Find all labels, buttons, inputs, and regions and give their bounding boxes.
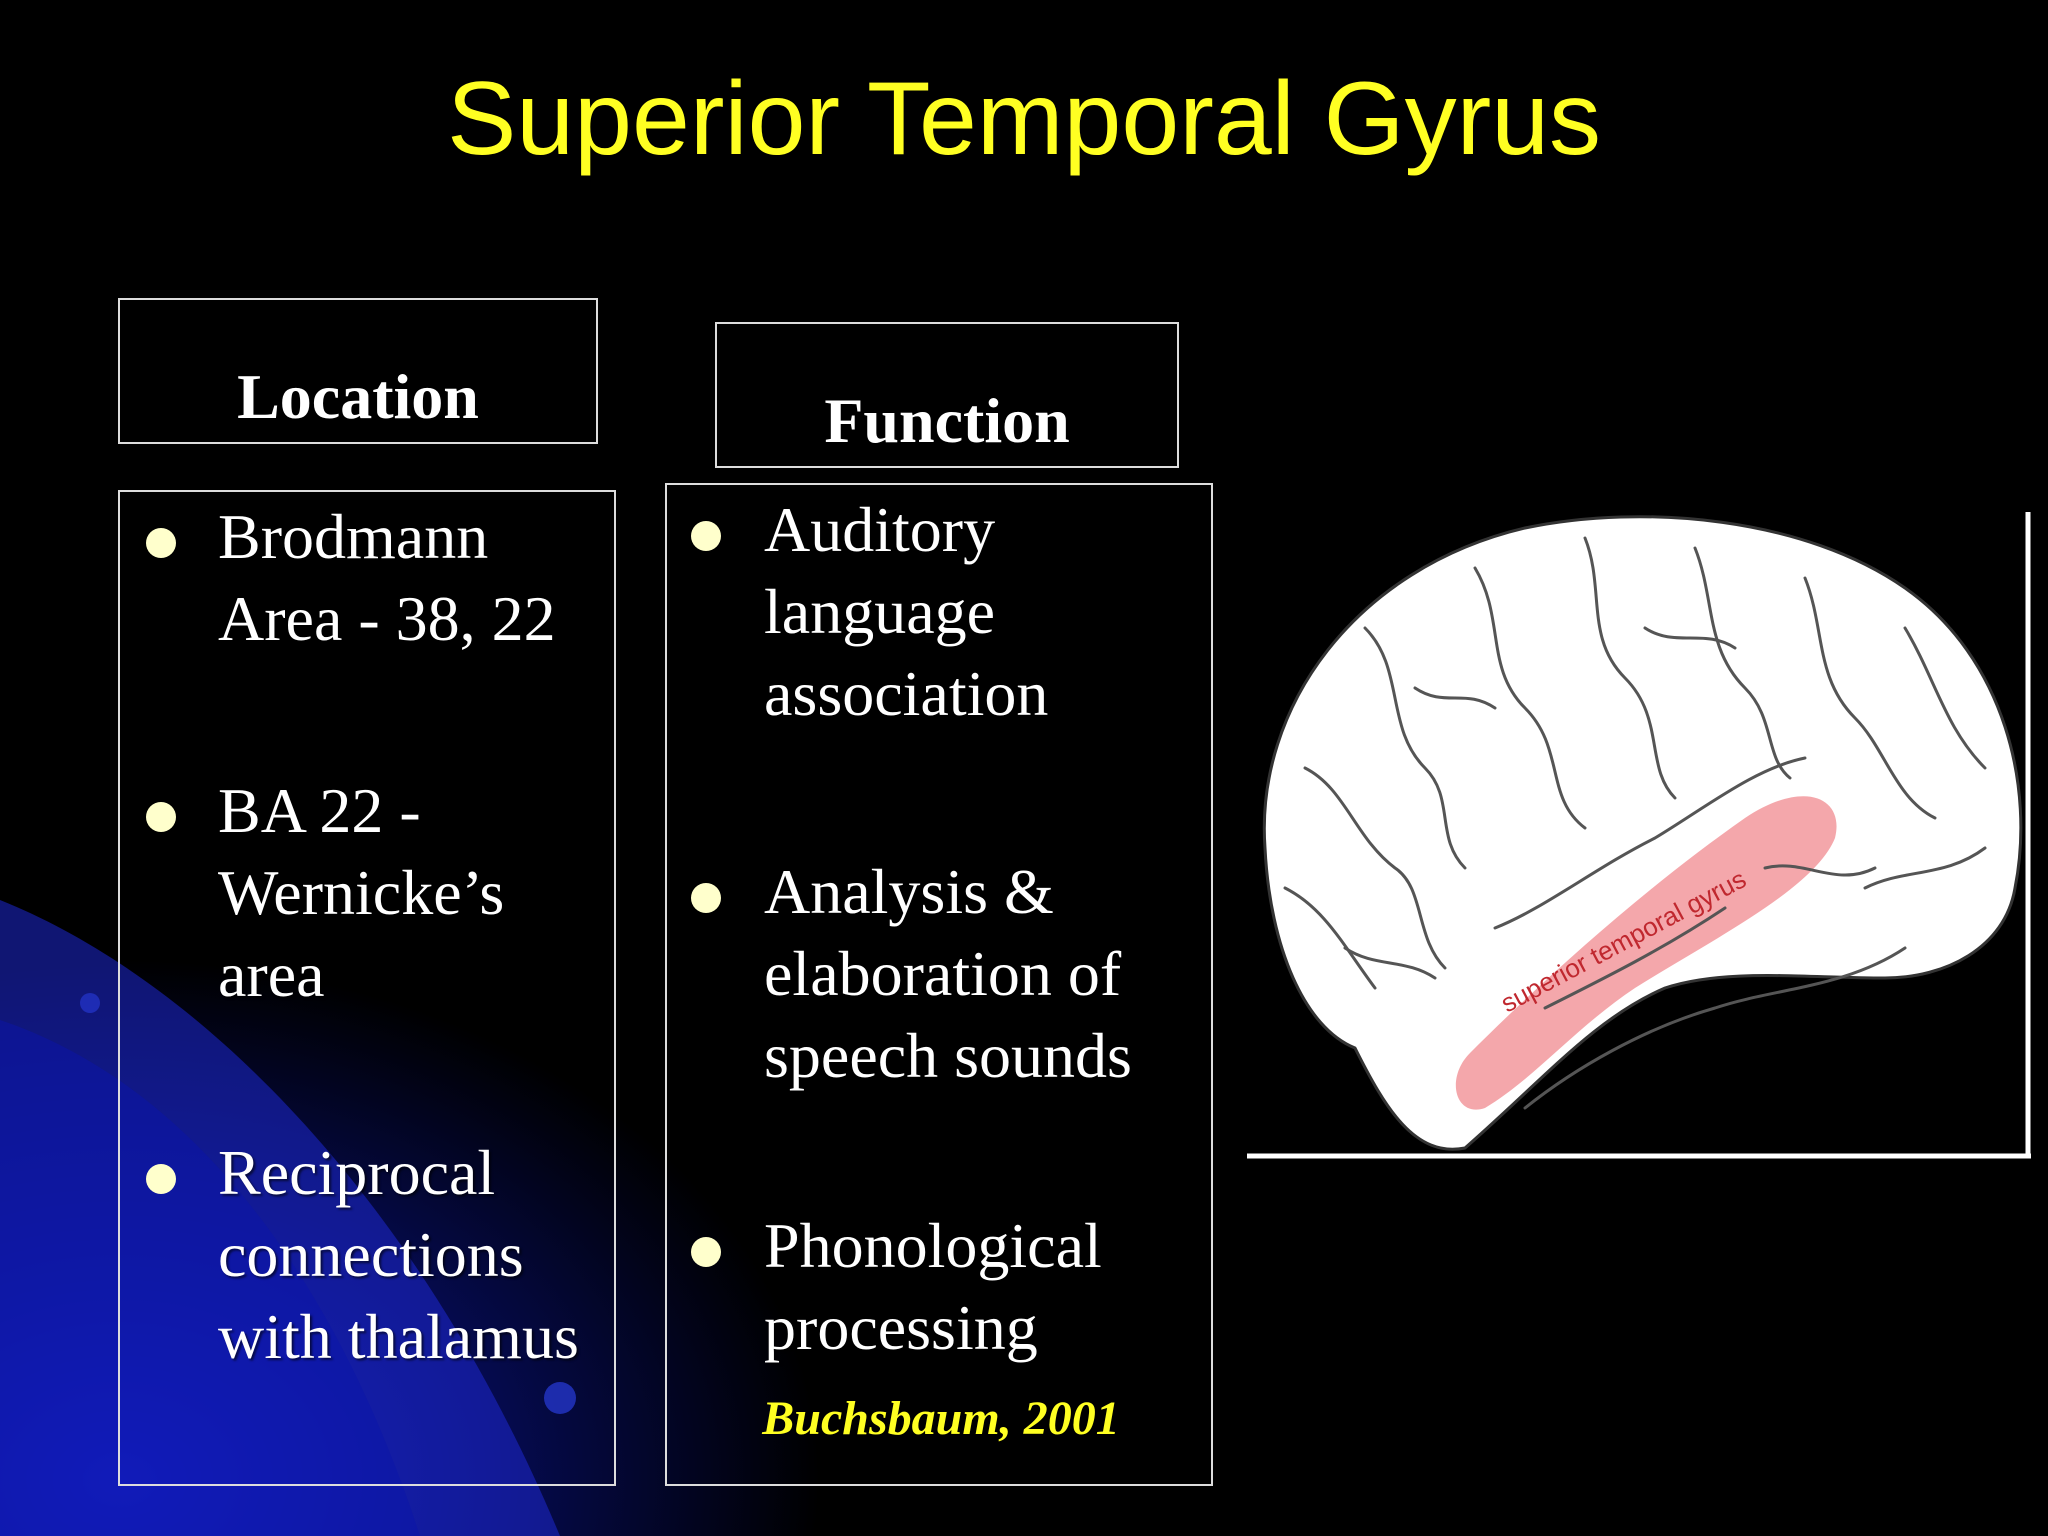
function-list-box: Auditory language association Analysis &… [665,483,1213,1486]
bullet-icon [146,802,176,832]
location-header-box: Location [118,298,598,444]
citation: Buchsbaum, 2001 [762,1392,1120,1445]
bullet-icon [691,1237,721,1267]
brain-figure: superior temporal gyrus [1247,512,2031,1159]
location-item-2: BA 22 - Wernicke’s area [218,775,505,1010]
location-item-3: Reciprocal connections with thalamus [218,1137,579,1372]
function-header: Function [824,385,1070,456]
slide-title: Superior Temporal Gyrus [446,61,1602,177]
function-item-3: Phonological processing [764,1210,1102,1363]
function-item-1: Auditory language association [764,494,1049,729]
bullet-icon [691,883,721,913]
location-item-1: Brodmann Area - 38, 22 [218,501,556,654]
function-header-box: Function [715,322,1179,468]
location-list-box: Brodmann Area - 38, 22 BA 22 - Wernicke’… [118,490,616,1486]
bullet-icon [146,1164,176,1194]
bullet-icon [691,521,721,551]
bullet-icon [146,528,176,558]
location-header: Location [237,361,479,432]
highlight-region [1455,796,1837,1110]
function-item-2: Analysis & elaboration of speech sounds [764,856,1132,1091]
brain-illustration: superior temporal gyrus [1262,515,2023,1151]
